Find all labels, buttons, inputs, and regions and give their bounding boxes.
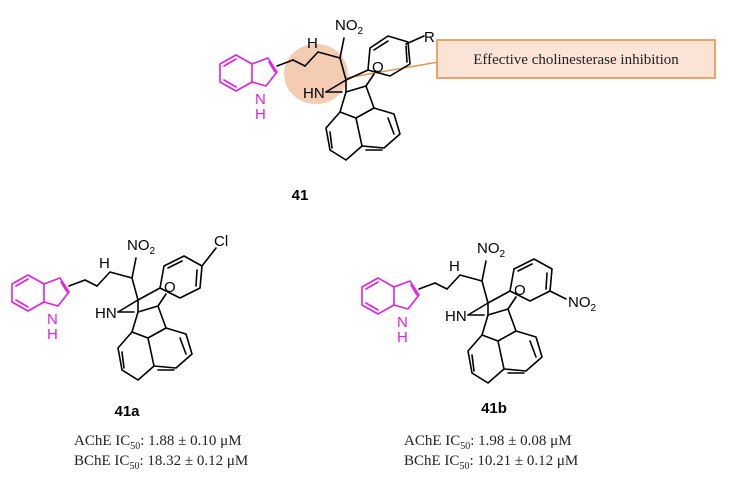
cl-label-41a: Cl bbox=[214, 233, 228, 250]
bche-ic50-41a: BChE IC50: 18.32 ± 0.12 μM bbox=[74, 453, 248, 472]
nitro-41b: NO2 bbox=[477, 240, 506, 260]
o-label-41b: O bbox=[514, 282, 526, 299]
nitro-41a: NO2 bbox=[127, 237, 156, 257]
ache-ic50-41a: AChE IC50: 1.88 ± 0.10 μM bbox=[74, 433, 242, 452]
o-label-41a: O bbox=[164, 279, 176, 296]
indole-n-41b: N bbox=[397, 314, 408, 331]
indole-h-41: H bbox=[255, 106, 266, 123]
indole-n-41: N bbox=[255, 91, 266, 108]
compound-41a-label: 41a bbox=[114, 403, 140, 420]
callout-line bbox=[345, 59, 451, 79]
bche-ic50-41b: BChE IC50: 10.21 ± 0.12 μM bbox=[404, 453, 578, 472]
callout-text: Effective cholinesterase inhibition bbox=[473, 52, 679, 68]
compound-41b-label: 41b bbox=[481, 400, 507, 417]
indole-h-41a: H bbox=[47, 326, 58, 343]
callout-box bbox=[436, 39, 716, 79]
hn-label-41: HN bbox=[303, 85, 325, 102]
nitro-aryl-41b: NO2 bbox=[568, 294, 597, 314]
hn-label-41b: HN bbox=[445, 308, 467, 325]
hn-label-41a: HN bbox=[95, 305, 117, 322]
indole-h-41b: H bbox=[397, 329, 408, 346]
compound-41-label: 41 bbox=[292, 187, 309, 204]
compound-41b-structure: N H H NO2 NO2 HN O bbox=[361, 240, 597, 384]
ache-ic50-41b: AChE IC50: 1.98 ± 0.08 μM bbox=[404, 433, 572, 452]
compound-41a-structure: N H H NO2 Cl HN O bbox=[11, 233, 228, 381]
o-label-41: O bbox=[372, 59, 384, 76]
indole-n-41a: N bbox=[47, 311, 58, 328]
h-label-41a: H bbox=[99, 255, 110, 272]
h-label-41b: H bbox=[449, 258, 460, 275]
h-label-41: H bbox=[307, 35, 318, 52]
nitro-41: NO2 bbox=[335, 17, 364, 37]
r-label-41: R bbox=[424, 29, 435, 46]
compound-41-structure: Effective cholinesterase inhibition N H … bbox=[219, 17, 716, 161]
